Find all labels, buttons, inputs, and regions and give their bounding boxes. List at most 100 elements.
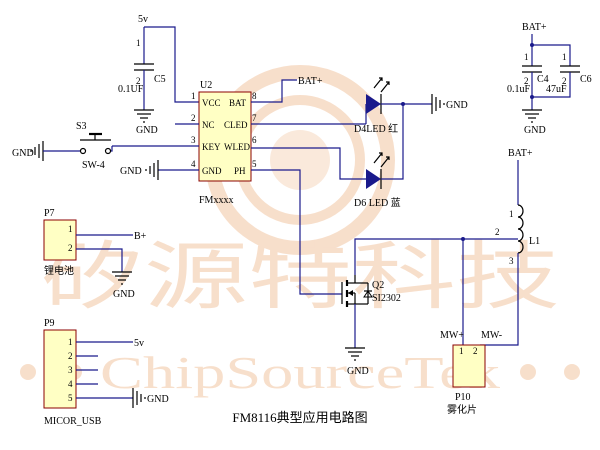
u2-pin6-name: WLED: [224, 142, 250, 152]
q2-gnd-label: GND: [347, 366, 369, 377]
p9-name: MICOR_USB: [44, 416, 102, 427]
p7-gnd-label: GND: [113, 289, 135, 300]
led-gnd-label: GND: [446, 100, 468, 111]
u2-gnd-label: GND: [120, 166, 142, 177]
u2-chip: U2 1 VCC 2 NC 3 KEY 4 GND 8 BAT 7 CLED 6…: [112, 80, 257, 206]
capacitor-icon: [560, 65, 580, 73]
u2-bat-net-label: BAT+: [298, 76, 323, 87]
s3-ref: S3: [76, 121, 87, 132]
ground-icon: [522, 109, 542, 123]
c5-pin2: 2: [136, 76, 141, 86]
p7-ref: P7: [44, 208, 55, 219]
p9-body: [43, 329, 77, 409]
p10-body: [452, 344, 486, 388]
u2-pin1-num: 1: [191, 91, 196, 101]
s3-gnd-label: GND: [12, 148, 34, 159]
inductor-icon: [517, 204, 524, 254]
net-5v-label: 5v: [138, 14, 148, 25]
d4-label: D4LED 红: [354, 122, 398, 135]
u2-pin3-name: KEY: [202, 142, 221, 152]
c4-value: 0.1uF: [507, 84, 531, 95]
u2-right-pins: 8 BAT 7 CLED 6 WLED 5 PH: [224, 91, 257, 176]
ground-icon: [145, 160, 159, 180]
c4-ref: C4: [537, 74, 549, 85]
u2-pin7-name: CLED: [224, 120, 248, 130]
c4-pin1: 1: [524, 52, 529, 62]
c4-pin2: 2: [524, 76, 529, 86]
p9-pin1: 1: [68, 337, 73, 347]
p9-gnd-label: GND: [147, 394, 169, 405]
p7-pin1: 1: [68, 224, 73, 234]
ground-icon: [431, 94, 445, 114]
p7-body: [43, 219, 77, 261]
u2-pin4-name: GND: [202, 166, 222, 176]
q2-ref: Q2: [372, 280, 384, 291]
switch-icon: [79, 132, 112, 155]
u2-pin5-name: PH: [234, 166, 246, 176]
capacitor-icon: [134, 63, 154, 71]
p9-pin4: 4: [68, 379, 73, 389]
c6-pin2: 2: [562, 76, 567, 86]
l1-ref: L1: [529, 236, 540, 247]
p9-pin2: 2: [68, 351, 73, 361]
mosfet-icon: [341, 275, 373, 307]
u2-ref: U2: [200, 80, 212, 91]
p10-pin1: 1: [459, 346, 464, 356]
l1-pin1: 1: [509, 209, 514, 219]
p10-name: 雾化片: [447, 403, 477, 416]
u2-pin3-num: 3: [191, 135, 196, 145]
u2-pin8-num: 8: [252, 91, 257, 101]
p9-pin5: 5: [68, 393, 73, 403]
ground-icon: [345, 347, 365, 361]
c5-section: 5v 1 2 C5 0.1UF GND: [118, 14, 199, 136]
ground-icon: [132, 388, 146, 408]
c46-gnd-label: GND: [524, 125, 546, 136]
l1-pin2: 2: [495, 227, 500, 237]
c6-ref: C6: [580, 74, 592, 85]
u2-pin7-num: 7: [252, 113, 257, 123]
l1-pin3: 3: [509, 256, 514, 266]
p10-pin2: 2: [473, 346, 478, 356]
u2-pin8-name: BAT: [229, 98, 247, 108]
p7-pin2: 2: [68, 243, 73, 253]
led-section: GND D4LED 红 D6 LED 蓝: [251, 77, 468, 209]
q2-part: SI2302: [372, 293, 401, 304]
c5-ref: C5: [154, 74, 166, 85]
c4-c6-section: BAT+ 1 2 1 2 C4 0.1uF C6 47uF GND: [507, 22, 592, 136]
c5-pin1: 1: [136, 38, 141, 48]
u2-pin2-name: NC: [202, 120, 215, 130]
watermark-en: ChipSourceTek: [100, 347, 500, 398]
mw-plus-label: MW+: [440, 330, 464, 341]
p9-pin3: 3: [68, 365, 73, 375]
p9-ref: P9: [44, 318, 55, 329]
driver-section: BAT+ 1 2 3 L1: [251, 148, 540, 416]
u2-body: [198, 91, 252, 182]
s3-value: SW-4: [82, 160, 105, 171]
u2-pin6-num: 6: [252, 135, 257, 145]
u2-gnd: GND: [120, 160, 159, 180]
u2-pin4-num: 4: [191, 159, 196, 169]
mw-minus-label: MW-: [481, 330, 502, 341]
c46-bat-label: BAT+: [522, 22, 547, 33]
p9-5v-label: 5v: [134, 338, 144, 349]
c6-value: 47uF: [546, 84, 567, 95]
u2-pin5-num: 5: [252, 159, 257, 169]
u2-pin2-num: 2: [191, 113, 196, 123]
p7-name: 锂电池: [44, 264, 74, 277]
p10-ref: P10: [455, 392, 471, 403]
p7-bplus-label: B+: [134, 231, 147, 242]
d6-label: D6 LED 蓝: [354, 197, 401, 209]
u2-part: FMxxxx: [199, 195, 233, 206]
c5-gnd-label: GND: [136, 125, 158, 136]
s3-switch: GND S3 SW-4: [12, 121, 113, 171]
ground-icon: [112, 271, 132, 285]
ground-icon: [134, 109, 154, 123]
p9-connector: P9 1 2 3 4 5 5v GND MICOR_USB: [43, 318, 169, 427]
c6-pin1: 1: [562, 52, 567, 62]
diagram-caption: FM8116典型应用电路图: [232, 410, 367, 425]
capacitor-icon: [522, 65, 542, 73]
c5-value: 0.1UF: [118, 84, 144, 95]
u2-left-pins: 1 VCC 2 NC 3 KEY 4 GND: [112, 91, 222, 176]
l1-bat-label: BAT+: [508, 148, 533, 159]
